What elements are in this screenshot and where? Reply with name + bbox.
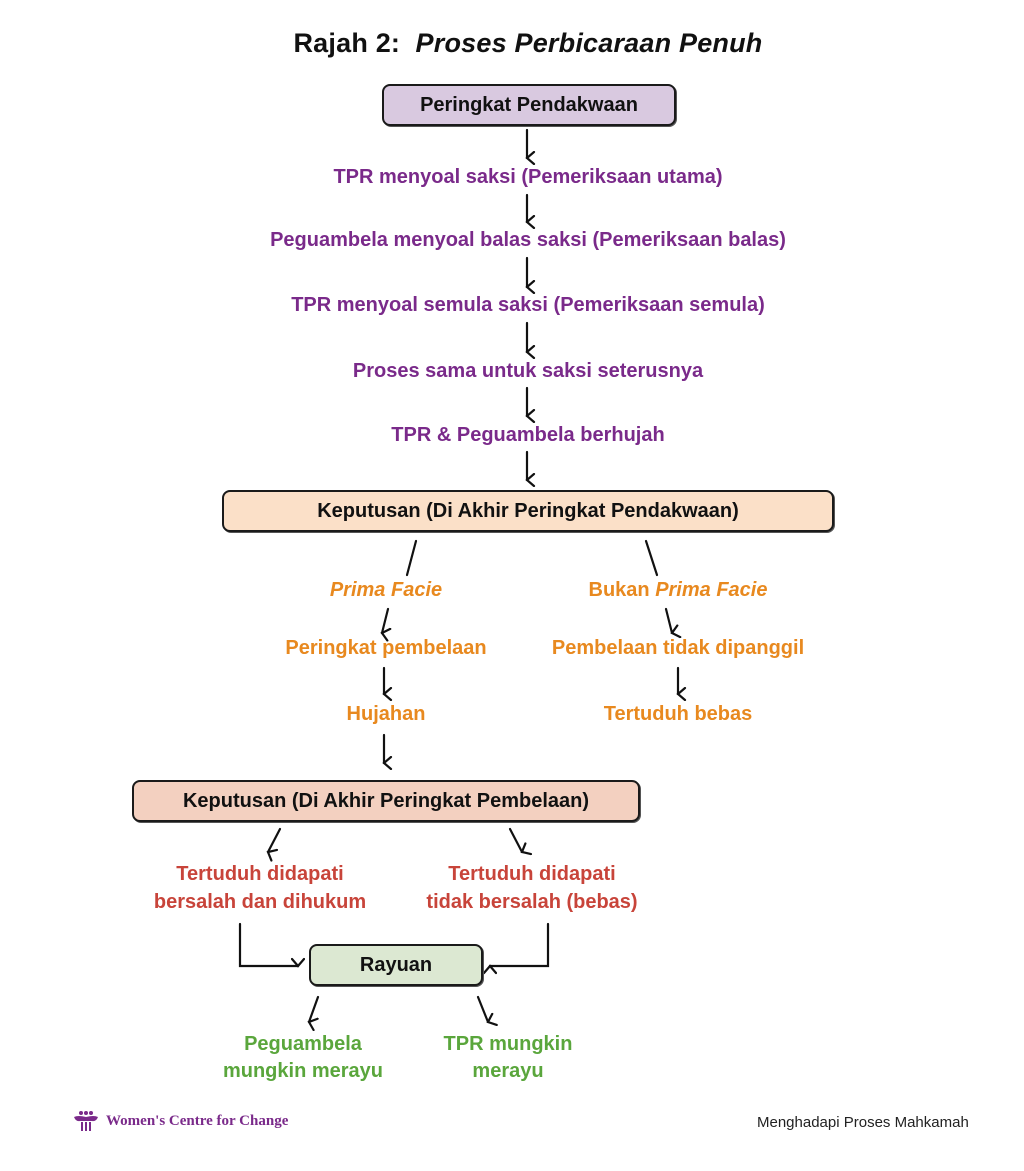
elbow-arrow-left	[238, 922, 298, 966]
appeal-label: Rayuan	[359, 953, 433, 976]
appeal-right-line1: TPR mungkin	[443, 1033, 573, 1055]
outcome-guilty: Tertuduh didapati bersalah dan dihukum	[130, 860, 390, 916]
step-defence-not-called: Pembelaan tidak dipanggil	[551, 637, 805, 659]
decision-prosecution-box: Keputusan (Di Akhir Peringkat Pendakwaan…	[222, 490, 834, 532]
appeal-prosecutor: TPR mungkin merayu	[408, 1031, 608, 1085]
decision-defence-box: Keputusan (Di Akhir Peringkat Pembelaan)	[132, 780, 640, 822]
outcome-not-guilty: Tertuduh didapati tidak bersalah (bebas)	[402, 860, 662, 916]
diagram-title: Rajah 2: Proses Perbicaraan Penuh	[0, 28, 1024, 59]
appeal-right-line2: merayu	[472, 1060, 544, 1082]
appeal-left-line1: Peguambela	[244, 1033, 362, 1055]
decision-defence-label: Keputusan (Di Akhir Peringkat Pembelaan)	[182, 789, 589, 812]
arrow-down-left	[382, 607, 388, 633]
outcome-guilty-line1: Tertuduh didapati	[176, 863, 344, 885]
step-re-examination: TPR menyoal semula saksi (Pemeriksaan se…	[291, 294, 765, 316]
outcome-not-guilty-line1: Tertuduh didapati	[448, 863, 616, 885]
step-cross-examination: Peguambela menyoal balas saksi (Pemeriks…	[270, 229, 786, 251]
footer-organization: Women's Centre for Change	[72, 1110, 288, 1132]
publication-title: Menghadapi Proses Mahkamah	[757, 1114, 969, 1131]
branch-bukan-prefix: Bukan	[588, 579, 650, 601]
branch-bukan-prima-facie: Bukan Prima Facie	[538, 579, 818, 602]
arrow-diag-left	[268, 827, 282, 852]
step-defence-stage: Peringkat pembelaan	[285, 637, 487, 659]
prosecution-stage-box: Peringkat Pendakwaan	[382, 84, 676, 126]
elbow-arrow-right	[490, 922, 550, 966]
prosecution-stage-label: Peringkat Pendakwaan	[420, 93, 638, 116]
branch-line-right	[644, 539, 659, 577]
arrow-down-right	[664, 607, 672, 633]
decision-prosecution-label: Keputusan (Di Akhir Peringkat Pendakwaan…	[317, 499, 739, 522]
branch-prima-facie: Prima Facie	[329, 579, 443, 601]
arrow-diag-left	[309, 995, 320, 1022]
outcome-not-guilty-line2: tidak bersalah (bebas)	[426, 891, 638, 913]
step-accused-acquitted: Tertuduh bebas	[603, 703, 753, 725]
branch-bukan-italic: Prima Facie	[655, 579, 768, 601]
step-next-witness: Proses sama untuk saksi seterusnya	[352, 360, 704, 382]
step-submissions: TPR & Peguambela berhujah	[391, 424, 665, 446]
step-examination-in-chief: TPR menyoal saksi (Pemeriksaan utama)	[333, 166, 723, 188]
appeal-defence-counsel: Peguambela mungkin merayu	[198, 1031, 408, 1085]
arrow-diag-right	[508, 827, 522, 852]
title-prefix: Rajah 2:	[293, 28, 401, 58]
outcome-guilty-line2: bersalah dan dihukum	[153, 891, 367, 913]
arrow-diag-right	[476, 995, 488, 1022]
pillar-logo-icon	[74, 1111, 98, 1131]
appeal-box: Rayuan	[309, 944, 483, 986]
organization-name: Women's Centre for Change	[106, 1112, 289, 1129]
branch-line-left	[405, 539, 418, 577]
title-main: Proses Perbicaraan Penuh	[415, 28, 763, 58]
appeal-left-line2: mungkin merayu	[222, 1060, 384, 1082]
step-submission-hujahan: Hujahan	[346, 703, 426, 725]
